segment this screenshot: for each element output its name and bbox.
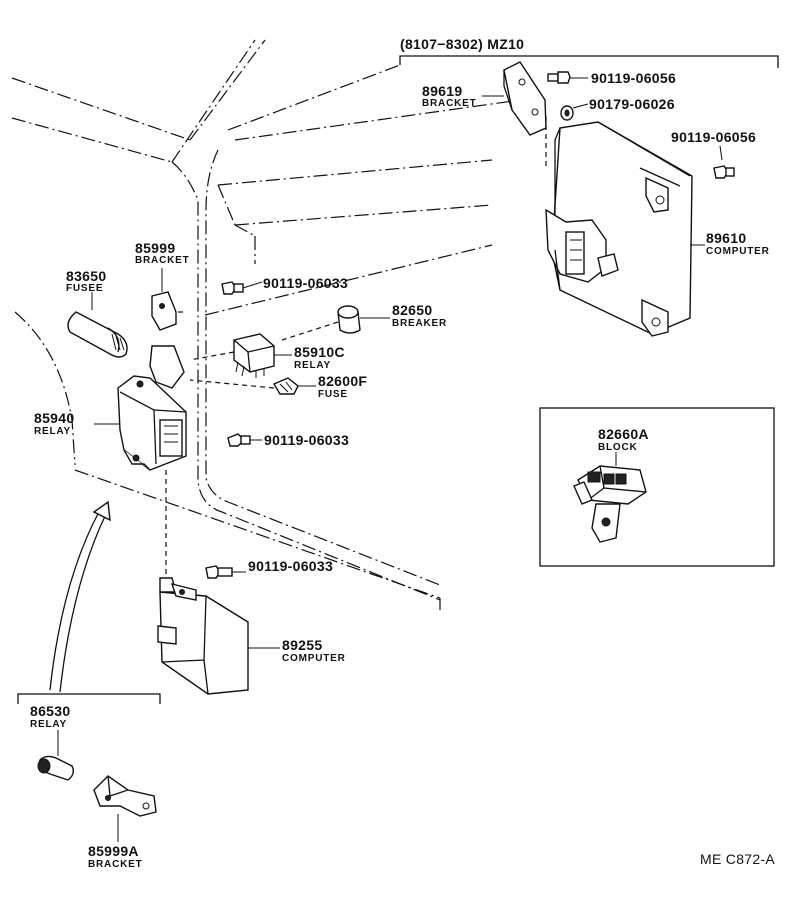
p90119-d-number: 90119-06033 <box>264 432 349 448</box>
part-89610-computer: 89610 COMPUTER <box>545 121 770 337</box>
part-90119-06056-bolt-top: 90119-06056 <box>547 70 676 86</box>
p85999-name: BRACKET <box>135 255 190 266</box>
p85910c-name: RELAY <box>294 360 331 371</box>
figure-code: ME C872-A <box>700 851 775 867</box>
part-85999-bracket: 85999 BRACKET <box>135 240 190 331</box>
p82660a-name: BLOCK <box>598 442 638 453</box>
p86530-number: 86530 <box>30 703 70 719</box>
p82650-name: BREAKER <box>392 318 447 329</box>
p82650-number: 82650 <box>392 302 432 318</box>
p83650-name: FUSEE <box>66 283 103 294</box>
p89255-name: COMPUTER <box>282 653 346 664</box>
p90119-b-number: 90119-06056 <box>671 129 756 145</box>
part-85910c-relay: 85910C RELAY <box>189 333 345 378</box>
part-89619-bracket: 89619 BRACKET <box>422 61 547 170</box>
part-90179-06026-nut: 90179-06026 <box>560 96 675 121</box>
p85940-number: 85940 <box>34 410 74 426</box>
vehicle-body-outline <box>11 39 521 610</box>
p82660a-number: 82660A <box>598 426 649 442</box>
p85999-number: 85999 <box>135 240 175 256</box>
part-90119-06056-bolt-right: 90119-06056 <box>671 129 756 179</box>
part-85940-relay: 85940 RELAY <box>34 345 187 590</box>
p85999a-number: 85999A <box>88 843 139 859</box>
part-83650-fusee: 83650 FUSEE <box>66 268 128 358</box>
p85999a-name: BRACKET <box>88 859 143 870</box>
p90119-c-number: 90119-06033 <box>263 275 348 291</box>
detail-box <box>539 407 775 567</box>
p85940-name: RELAY <box>34 426 71 437</box>
part-90119-06033-bolt-upper: 90119-06033 <box>221 275 348 295</box>
part-82650-breaker: 82650 BREAKER <box>281 302 447 341</box>
p89619-number: 89619 <box>422 83 462 99</box>
p83650-number: 83650 <box>66 268 106 284</box>
p90119-a-number: 90119-06056 <box>591 70 676 86</box>
part-89255-computer: 89255 COMPUTER <box>157 577 346 695</box>
header-bracket <box>399 55 779 68</box>
part-82600f-fuse: 82600F FUSE <box>189 373 367 400</box>
header-label: (8107−8302) MZ10 <box>400 36 524 52</box>
p85910c-number: 85910C <box>294 344 345 360</box>
p89610-name: COMPUTER <box>706 246 770 257</box>
p89255-number: 89255 <box>282 637 322 653</box>
part-90119-06033-bolt-middle: 90119-06033 <box>227 432 349 448</box>
group-86530-85999a: 86530 RELAY 85999A BRACKET <box>17 693 161 870</box>
part-90119-06033-bolt-lower: 90119-06033 <box>205 558 333 579</box>
p90119-e-number: 90119-06033 <box>248 558 333 574</box>
p82600f-name: FUSE <box>318 389 348 400</box>
location-arrow <box>49 500 111 693</box>
p82600f-number: 82600F <box>318 373 367 389</box>
p90179-number: 90179-06026 <box>589 96 675 112</box>
p89619-name: BRACKET <box>422 98 477 109</box>
header-bracket-group: (8107−8302) MZ10 <box>399 36 779 68</box>
p89610-number: 89610 <box>706 230 746 246</box>
p86530-name: RELAY <box>30 719 67 730</box>
part-82660a-block: 82660A BLOCK <box>539 407 775 567</box>
